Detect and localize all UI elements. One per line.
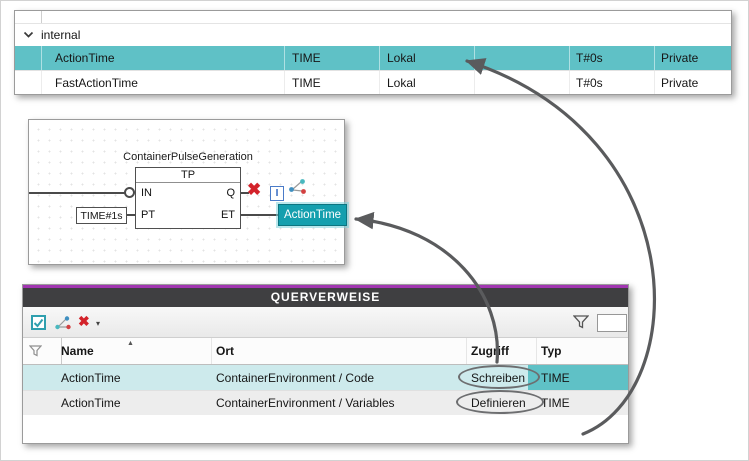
panel-title: QUERVERWEISE — [23, 285, 628, 307]
cross-reference-panel: QUERVERWEISE ✖ ▾ — [22, 284, 629, 444]
dropdown-caret-icon[interactable]: ▾ — [96, 319, 101, 328]
column-divider — [654, 71, 655, 94]
column-divider — [41, 11, 42, 23]
column-divider — [41, 71, 42, 94]
et-wire — [241, 214, 278, 216]
column-divider — [379, 46, 380, 70]
column-divider — [474, 46, 475, 70]
declaration-table-top-strip — [15, 11, 731, 24]
var-attributes: Private — [661, 75, 699, 90]
column-divider — [379, 71, 380, 94]
header-ort[interactable]: Ort — [216, 344, 234, 358]
block-title: TP — [136, 168, 240, 183]
remove-filter-icon[interactable]: ✖ — [78, 313, 90, 329]
column-divider — [61, 338, 62, 364]
declaration-table-panel: internal ActionTime TIME Lokal T#0s Priv… — [14, 10, 732, 95]
et-operand-actiontime[interactable]: ActionTime — [278, 204, 347, 226]
column-divider — [211, 338, 212, 364]
column-divider — [284, 71, 285, 94]
input-rail-wire — [29, 192, 125, 194]
input-connection-circle — [124, 187, 135, 198]
var-scope: Lokal — [387, 75, 416, 90]
group-label: internal — [41, 28, 81, 42]
annotation-ellipse-schreiben — [458, 365, 540, 389]
header-zugriff[interactable]: Zugriff — [471, 344, 509, 358]
connections-icon[interactable] — [287, 178, 309, 201]
declaration-row-fastactiontime[interactable]: FastActionTime TIME Lokal T#0s Private — [15, 70, 731, 94]
var-name: FastActionTime — [55, 75, 138, 90]
pin-q: Q — [226, 187, 235, 199]
fbd-editor-panel: ContainerPulseGeneration TP IN Q PT ET T… — [28, 119, 347, 265]
var-datatype: TIME — [292, 51, 321, 65]
var-scope: Lokal — [387, 51, 416, 65]
column-divider — [569, 46, 570, 70]
var-init: T#0s — [576, 75, 603, 90]
var-attributes: Private — [661, 51, 699, 65]
xref-toolbar: ✖ ▾ — [23, 307, 628, 338]
tp-function-block[interactable]: TP IN Q PT ET — [135, 167, 241, 229]
delete-block-icon[interactable]: ✖ — [247, 180, 262, 199]
column-divider — [41, 46, 42, 70]
xref-typ: TIME — [541, 396, 570, 410]
column-divider — [569, 71, 570, 94]
header-name[interactable]: Name — [61, 344, 94, 358]
xref-name: ActionTime — [61, 370, 121, 385]
graph-view-icon[interactable] — [54, 315, 72, 336]
pin-pt: PT — [141, 209, 156, 221]
q-wire — [241, 192, 249, 194]
column-divider — [474, 71, 475, 94]
annotation-ellipse-definieren — [456, 390, 544, 414]
sort-ascending-icon: ▲ — [127, 340, 134, 347]
watch-icon[interactable]: I — [270, 186, 284, 201]
pin-et: ET — [220, 209, 235, 221]
header-typ[interactable]: Typ — [541, 344, 562, 358]
var-init: T#0s — [576, 51, 603, 65]
var-datatype: TIME — [292, 75, 321, 90]
column-divider — [466, 338, 467, 364]
declaration-row-actiontime[interactable]: ActionTime TIME Lokal T#0s Private — [15, 46, 731, 70]
column-divider — [654, 46, 655, 70]
filter-funnel-icon[interactable] — [572, 315, 590, 334]
xref-ort: ContainerEnvironment / Variables — [216, 396, 395, 410]
pt-wire — [127, 214, 135, 216]
chevron-down-icon[interactable] — [23, 31, 34, 39]
filter-search-input[interactable] — [597, 314, 627, 332]
group-row-internal[interactable]: internal — [15, 24, 731, 46]
select-all-icon[interactable] — [31, 315, 46, 335]
xref-ort: ContainerEnvironment / Code — [216, 370, 375, 385]
fb-instance-name[interactable]: ContainerPulseGeneration — [123, 151, 253, 163]
column-divider — [284, 46, 285, 70]
xref-typ: TIME — [541, 370, 570, 385]
column-divider — [536, 338, 537, 364]
xref-name: ActionTime — [61, 396, 121, 410]
clear-filter-icon[interactable] — [28, 345, 43, 363]
pin-in: IN — [141, 187, 152, 199]
xref-table-header: ▲ Name Ort Zugriff Typ — [23, 338, 628, 365]
pt-operand-box[interactable]: TIME#1s — [76, 207, 127, 224]
var-name: ActionTime — [55, 51, 115, 65]
